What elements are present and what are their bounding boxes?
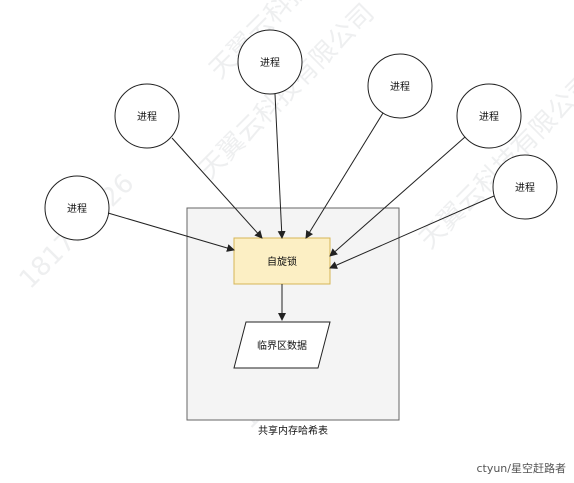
process-label: 进程 bbox=[67, 203, 87, 215]
arrow-process-to-lock bbox=[171, 137, 263, 239]
process-label: 进程 bbox=[390, 81, 410, 93]
spinlock-label: 自旋锁 bbox=[267, 255, 297, 268]
critical-data-shape bbox=[233, 321, 331, 369]
process-node: 进程 bbox=[492, 154, 558, 220]
shared-memory-label: 共享内存哈希表 bbox=[258, 424, 328, 437]
arrow-process-to-lock bbox=[274, 93, 286, 239]
watermark-text: 天翼云科技有限公司 bbox=[194, 0, 381, 185]
process-node: 进程 bbox=[367, 53, 433, 119]
process-node: 进程 bbox=[114, 83, 180, 149]
process-label: 进程 bbox=[260, 57, 280, 69]
process-label: 进程 bbox=[479, 111, 499, 123]
process-node: 进程 bbox=[44, 175, 110, 241]
arrow-process-to-lock bbox=[305, 112, 384, 239]
process-label: 进程 bbox=[515, 182, 535, 194]
arrow-process-to-lock bbox=[329, 136, 466, 257]
arrow-process-to-lock bbox=[329, 195, 495, 269]
process-node: 进程 bbox=[456, 83, 522, 149]
credit-text: ctyun/星空赶路者 bbox=[476, 462, 566, 475]
critical-data-label: 临界区数据 bbox=[257, 339, 307, 352]
process-node: 进程 bbox=[237, 29, 303, 95]
process-label: 进程 bbox=[137, 111, 157, 123]
spinlock-box bbox=[233, 237, 331, 285]
arrow-process-to-lock bbox=[107, 212, 235, 252]
